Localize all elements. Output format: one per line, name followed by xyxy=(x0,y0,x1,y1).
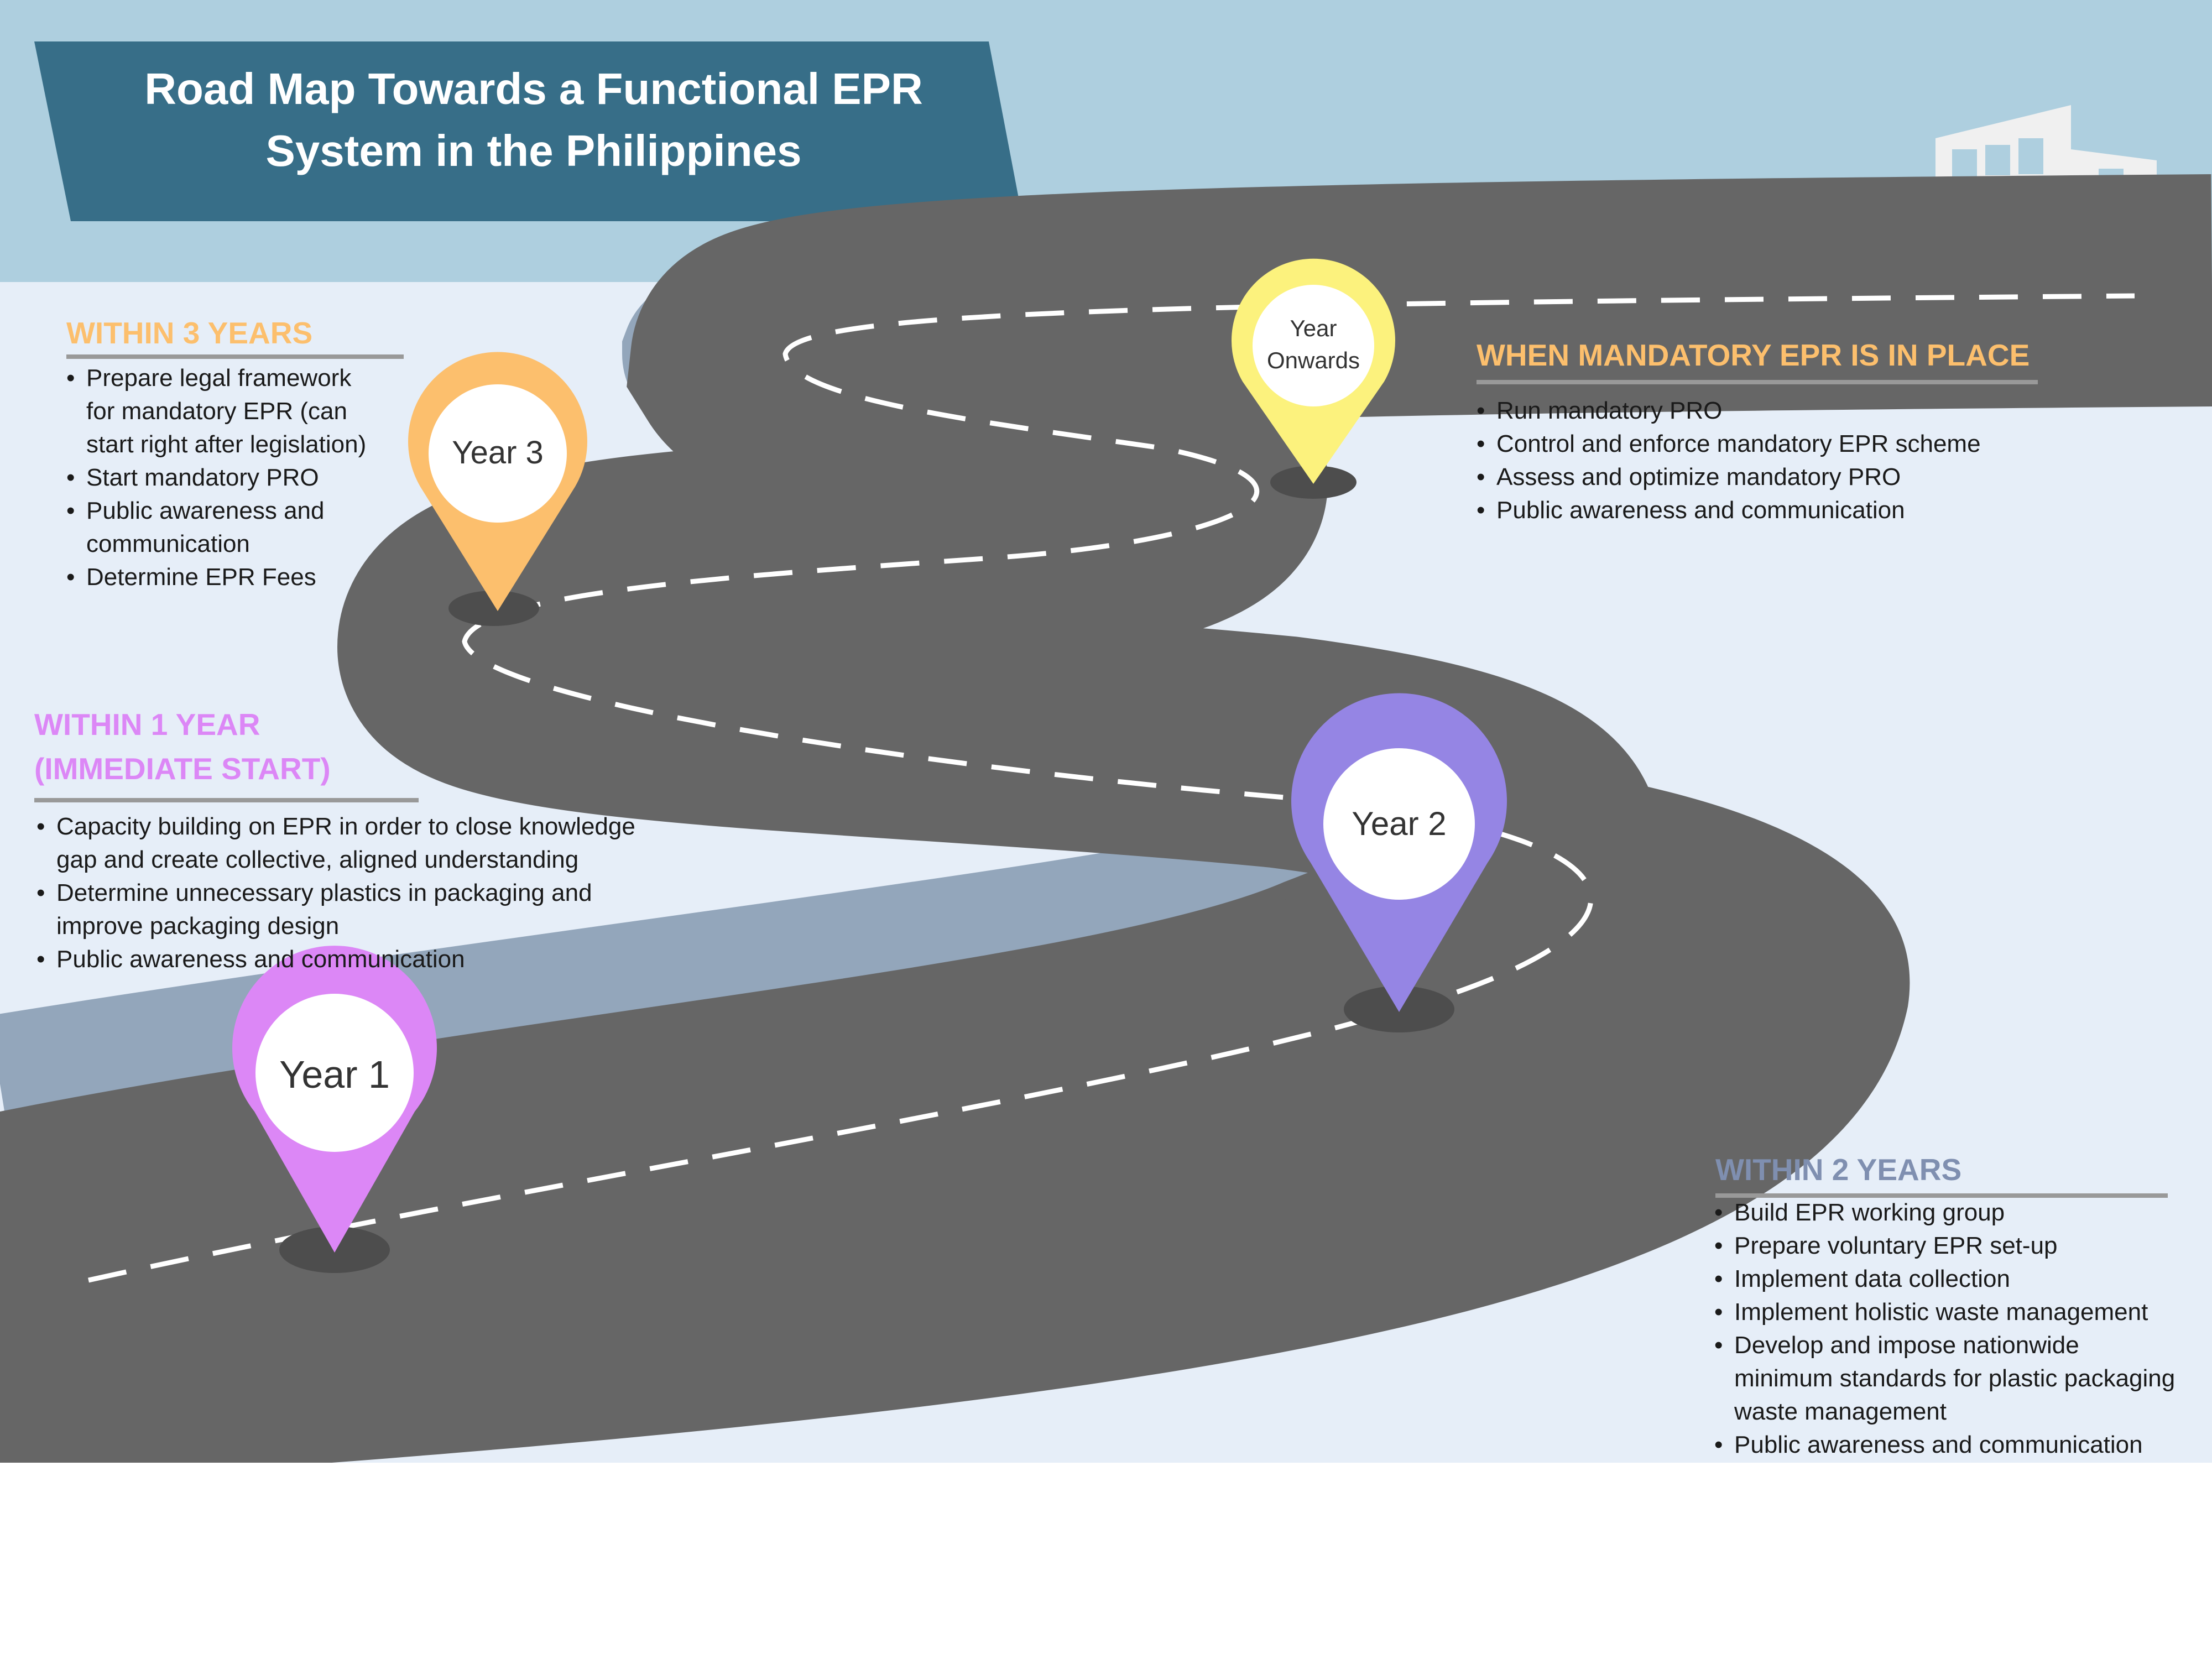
within-2-years-rule xyxy=(1715,1193,2168,1198)
pin-shadow xyxy=(448,591,539,626)
list-item: Capacity building on EPR in order to clo… xyxy=(36,810,700,877)
list-item: Develop and impose nationwide minimum st… xyxy=(1714,1329,2201,1428)
year2-label: Year 2 xyxy=(1352,805,1447,842)
year1-label: Year 1 xyxy=(279,1053,390,1096)
list-item: Start mandatory PRO xyxy=(66,461,465,494)
within-2-years-list: Build EPR working group Prepare voluntar… xyxy=(1714,1196,2201,1462)
onwards-pin xyxy=(1232,258,1396,484)
within-3-years-rule xyxy=(66,354,404,359)
list-item: Public awareness and communication xyxy=(1714,1428,2201,1462)
list-item: Public awareness and communication xyxy=(36,943,700,976)
list-item: Build EPR working group xyxy=(1714,1196,2201,1229)
within-1-year-list: Capacity building on EPR in order to clo… xyxy=(36,810,700,976)
list-item: Run mandatory PRO xyxy=(1477,394,2140,427)
year2-pin xyxy=(1291,693,1507,1012)
mandatory-epr-list: Run mandatory PRO Control and enforce ma… xyxy=(1477,394,2140,527)
list-item: Prepare voluntary EPR set-up xyxy=(1714,1229,2201,1262)
list-item: Implement data collection xyxy=(1714,1262,2201,1296)
list-item: Determine unnecessary plastics in packag… xyxy=(36,877,700,943)
within-3-years-heading: WITHIN 3 YEARS xyxy=(66,316,313,350)
list-item: Prepare legal framework for mandatory EP… xyxy=(66,362,465,461)
mandatory-epr-heading: WHEN MANDATORY EPR IS IN PLACE xyxy=(1477,338,2030,372)
list-item: Public awareness and communication xyxy=(66,494,465,561)
mandatory-epr-rule xyxy=(1477,380,2038,384)
year1-pin xyxy=(232,946,437,1253)
list-item: Assess and optimize mandatory PRO xyxy=(1477,461,2140,494)
list-item: Public awareness and communication xyxy=(1477,494,2140,527)
within-1-year-rule xyxy=(34,798,419,802)
within-3-years-list: Prepare legal framework for mandatory EP… xyxy=(66,362,465,594)
within-1-year-heading: WITHIN 1 YEAR (IMMEDIATE START) xyxy=(34,707,331,786)
list-item: Implement holistic waste management xyxy=(1714,1296,2201,1329)
title-banner xyxy=(34,41,1023,221)
list-item: Control and enforce mandatory EPR scheme xyxy=(1477,427,2140,461)
within-2-years-heading: WITHIN 2 YEARS xyxy=(1715,1152,1962,1187)
onwards-label: Year Onwards xyxy=(1266,315,1360,373)
page-title: Road Map Towards a Functional EPR System… xyxy=(144,64,923,175)
list-item: Determine EPR Fees xyxy=(66,561,465,594)
